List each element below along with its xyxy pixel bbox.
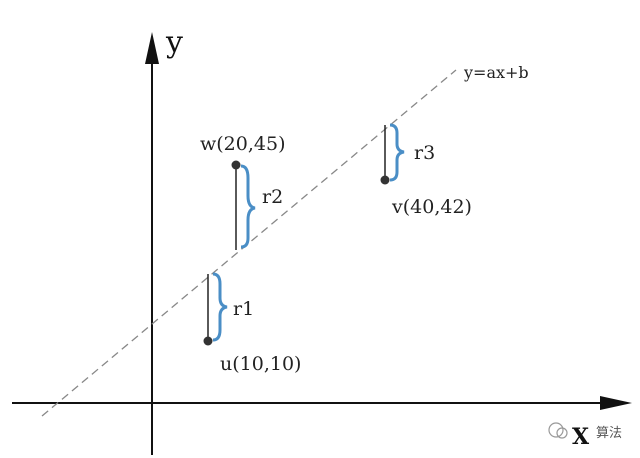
point-u [203, 336, 213, 346]
fit-line-label: y=ax+b [463, 63, 529, 82]
watermark-text: 算法 [596, 426, 622, 441]
residual-label-r3: r3 [414, 142, 435, 164]
point-label-v: v(40,42) [391, 196, 472, 218]
brace-r2 [240, 164, 256, 249]
point-label-u: u(10,10) [220, 353, 301, 375]
watermark: 算法 [548, 422, 622, 441]
y-axis-label: y [165, 25, 183, 60]
residual-label-r2: r2 [262, 186, 283, 208]
watermark-icon-inner [556, 427, 568, 439]
residual-label-r1: r1 [233, 298, 254, 320]
fit-line [41, 69, 457, 417]
x-axis-arrowhead [600, 396, 632, 410]
brace-r1 [212, 272, 228, 342]
x-axis-label: X [572, 424, 590, 450]
y-axis-arrowhead [145, 32, 159, 64]
point-w [231, 160, 241, 170]
point-label-w: w(20,45) [200, 133, 285, 155]
brace-r3 [389, 123, 405, 182]
watermark-icon [548, 422, 564, 438]
point-v [380, 175, 390, 185]
